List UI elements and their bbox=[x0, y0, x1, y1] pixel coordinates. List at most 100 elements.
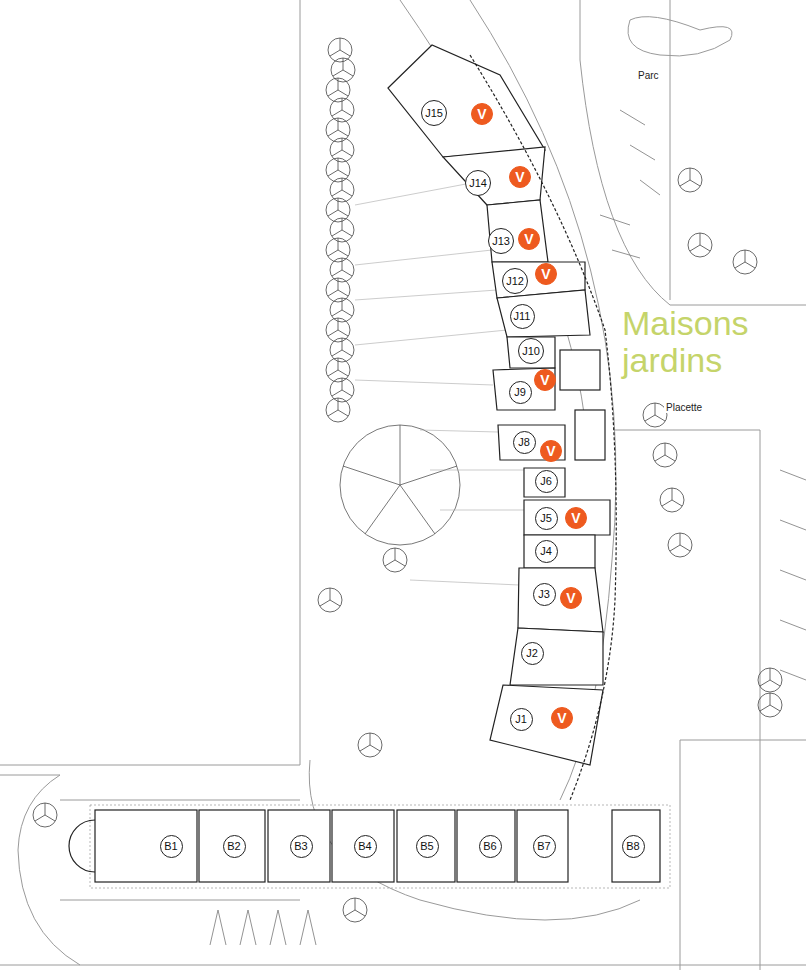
unit-number: B7 bbox=[537, 840, 550, 852]
unit-label: J5 bbox=[535, 507, 558, 530]
trees-part bbox=[358, 733, 382, 757]
unit-label: J14 bbox=[465, 170, 491, 196]
unit-label: B8 bbox=[622, 835, 645, 858]
unit-label: J3 bbox=[533, 583, 556, 606]
building-units-part bbox=[388, 45, 545, 157]
marker-disc bbox=[552, 708, 573, 729]
block-b-part bbox=[397, 810, 455, 882]
unit-number: B8 bbox=[626, 840, 639, 852]
unit-number: J8 bbox=[518, 436, 530, 448]
marker-disc bbox=[541, 441, 562, 462]
block-b-part bbox=[95, 810, 197, 882]
label-ring bbox=[489, 229, 514, 254]
big-tree bbox=[340, 425, 460, 545]
building-units-part bbox=[470, 55, 616, 800]
marker-disc bbox=[535, 370, 556, 391]
site-lines-part bbox=[580, 0, 806, 305]
unit-number: B2 bbox=[227, 840, 240, 852]
label-ring bbox=[521, 642, 543, 664]
site-lines-part bbox=[0, 965, 806, 966]
building-units-part bbox=[493, 368, 555, 410]
building-units-part bbox=[560, 350, 600, 390]
unit-number: J10 bbox=[522, 345, 540, 357]
trees-part bbox=[758, 693, 782, 717]
unit-number: J11 bbox=[514, 310, 531, 322]
marker-letter: V bbox=[546, 443, 555, 459]
site-lines-part bbox=[670, 0, 671, 300]
marker-circle: V bbox=[535, 263, 557, 285]
marker-circle: V bbox=[518, 228, 540, 250]
unit-number: B6 bbox=[483, 840, 496, 852]
marker-letter: V bbox=[571, 510, 580, 526]
trees bbox=[33, 168, 782, 922]
trees-part bbox=[758, 668, 782, 692]
trees-part bbox=[318, 588, 342, 612]
unit-number: J9 bbox=[514, 386, 526, 398]
parking-stripes-part bbox=[210, 910, 316, 945]
label-ring bbox=[535, 540, 557, 562]
unit-label: B4 bbox=[354, 835, 377, 858]
label-ring bbox=[622, 835, 644, 857]
trees-part bbox=[33, 803, 57, 827]
trees-part bbox=[733, 250, 757, 274]
label-ring bbox=[354, 835, 376, 857]
unit-label: J1 bbox=[510, 708, 533, 731]
trees-part bbox=[343, 898, 367, 922]
unit-label: B2 bbox=[223, 835, 246, 858]
marker-disc bbox=[510, 167, 531, 188]
marker-letter: V bbox=[541, 266, 550, 282]
trees-part bbox=[653, 443, 677, 467]
unit-number: J13 bbox=[492, 235, 510, 247]
marker-disc bbox=[519, 229, 540, 250]
building-units bbox=[388, 45, 616, 800]
marker-letter: V bbox=[515, 169, 524, 185]
unit-number: B1 bbox=[164, 840, 177, 852]
unit-number: J6 bbox=[540, 475, 552, 487]
unit-number: J3 bbox=[538, 588, 550, 600]
trees-part bbox=[688, 233, 712, 257]
marker-disc bbox=[472, 104, 493, 125]
label-ring bbox=[510, 304, 534, 328]
unit-label: B1 bbox=[160, 835, 183, 858]
label-ring bbox=[223, 835, 245, 857]
unit-label: J4 bbox=[535, 540, 558, 563]
block-b-part bbox=[517, 810, 568, 882]
marker-circle: V bbox=[534, 369, 556, 391]
label-ring bbox=[416, 835, 438, 857]
marker-circle: V bbox=[540, 440, 562, 462]
big-tree-part bbox=[340, 425, 460, 545]
unit-label: B6 bbox=[479, 835, 502, 858]
unit-label: J8 bbox=[513, 431, 536, 454]
marker-circle: V bbox=[565, 507, 587, 529]
unit-number: J5 bbox=[540, 512, 552, 524]
label-ring bbox=[290, 835, 312, 857]
marker-letter: V bbox=[524, 231, 533, 247]
trees-part bbox=[678, 168, 702, 192]
label-ring bbox=[519, 339, 544, 364]
label-ring bbox=[533, 583, 555, 605]
block-b-part bbox=[612, 810, 660, 882]
parking-stripes-part bbox=[780, 470, 806, 680]
block-b-part bbox=[199, 810, 265, 882]
marker-letter: V bbox=[477, 106, 486, 122]
building-units-part bbox=[487, 200, 548, 262]
place-label: Placette bbox=[664, 402, 704, 413]
unit-label: B7 bbox=[533, 835, 556, 858]
unit-number: B4 bbox=[358, 840, 371, 852]
label-ring bbox=[535, 470, 557, 492]
big-tree-part bbox=[343, 425, 457, 534]
label-ring bbox=[479, 835, 501, 857]
trees-part bbox=[668, 533, 692, 557]
unit-label: J9 bbox=[509, 381, 532, 404]
building-units-part bbox=[524, 468, 565, 497]
block-b bbox=[69, 805, 670, 888]
unit-number: B3 bbox=[294, 840, 307, 852]
site-lines-part bbox=[60, 800, 300, 900]
block-b-part bbox=[268, 810, 330, 882]
label-ring bbox=[509, 381, 531, 403]
block-b-part bbox=[90, 805, 670, 888]
block-b-part bbox=[69, 820, 95, 872]
